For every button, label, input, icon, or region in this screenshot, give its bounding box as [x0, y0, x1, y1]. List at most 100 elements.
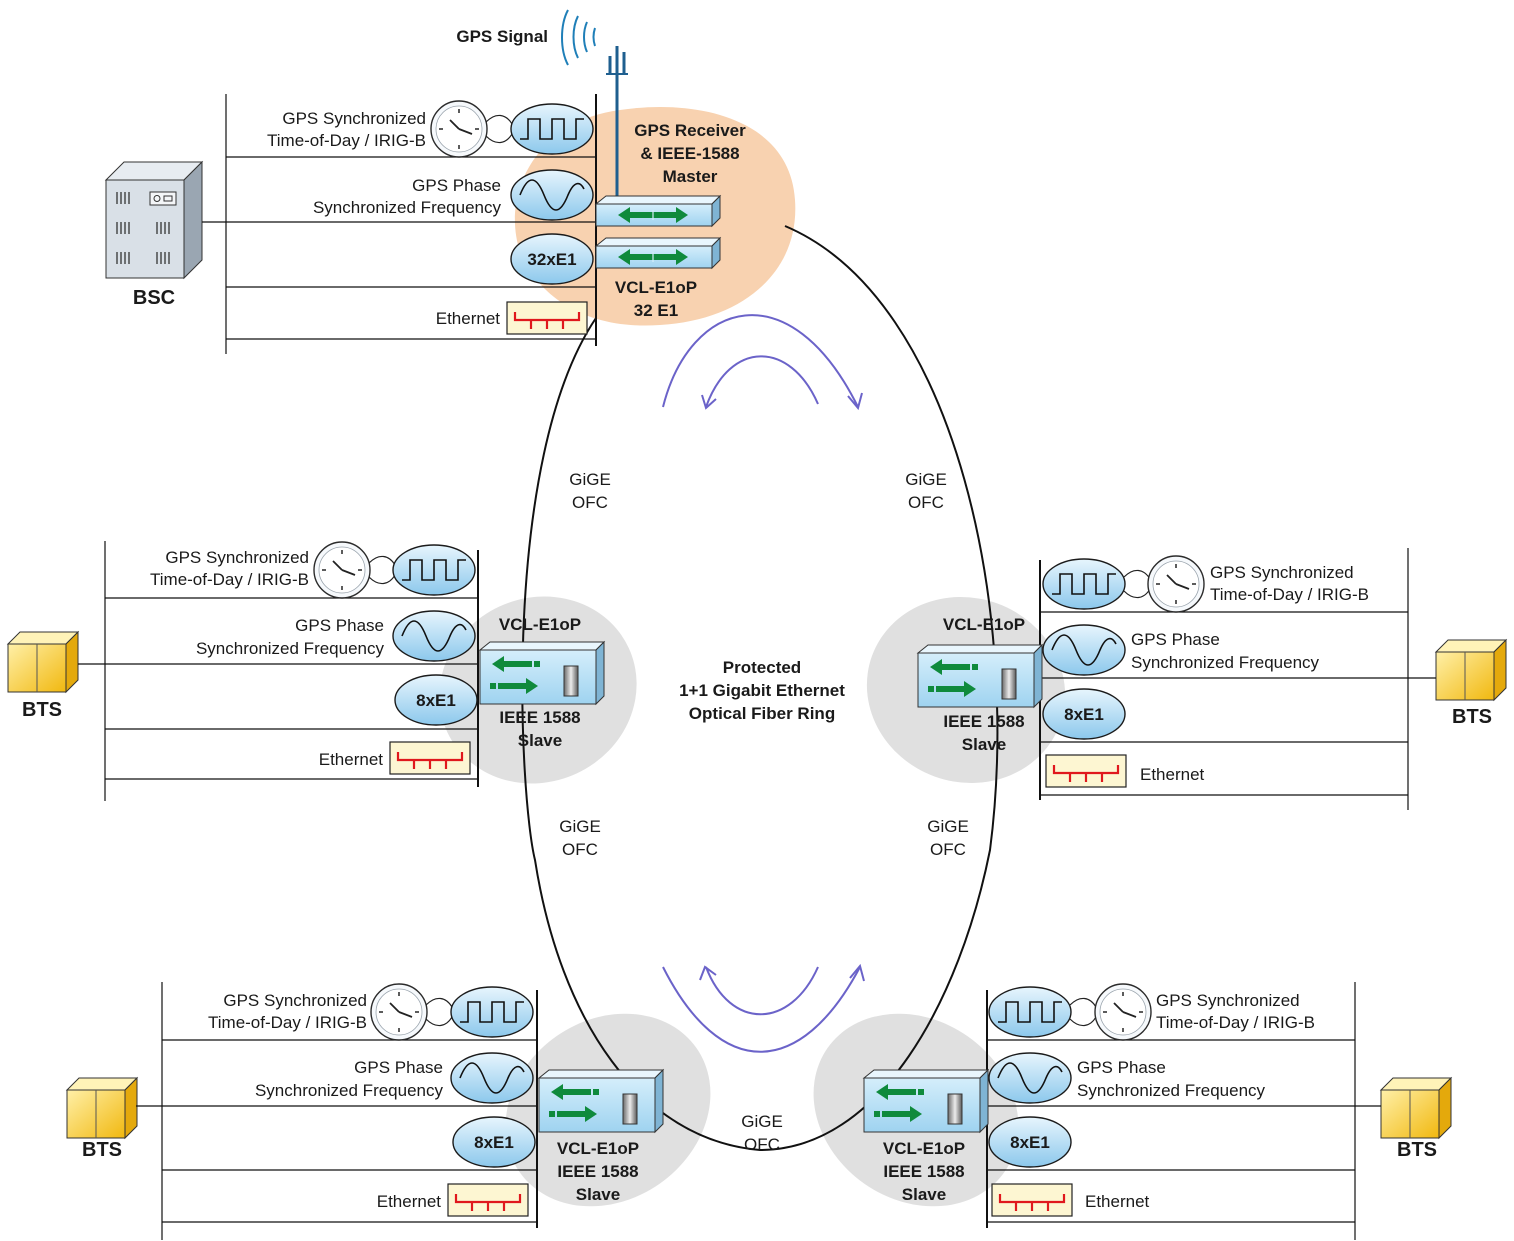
ring-title-line2: 1+1 Gigabit Ethernet: [679, 681, 845, 700]
slave-role-line1: IEEE 1588: [943, 712, 1024, 731]
square-wave-icon: [988, 986, 1072, 1038]
link-label-top-left: GiGE OFC: [569, 470, 611, 512]
freq-label-line1: GPS Phase: [412, 176, 501, 195]
bts-label: BTS: [22, 699, 62, 721]
bts-label: BTS: [1397, 1139, 1437, 1161]
tod-label-line2: Time-of-Day / IRIG-B: [150, 570, 309, 589]
ethernet-icon: [388, 740, 472, 776]
tod-label-line1: GPS Synchronized: [1210, 563, 1354, 582]
link-label-top-right: GiGE OFC: [905, 470, 947, 512]
slave-site-left: BTS GPS Synchronized Time-of-Day / IRIG-…: [7, 541, 605, 801]
slave-role-line2: Slave: [576, 1185, 620, 1204]
master-device-line2: 32 E1: [634, 301, 678, 320]
ring-title: Protected 1+1 Gigabit Ethernet Optical F…: [679, 658, 845, 723]
link-label-line2: OFC: [562, 840, 598, 859]
square-wave-icon: [392, 544, 476, 596]
ethernet-icon: [505, 300, 589, 336]
sine-wave-icon: [450, 1052, 534, 1104]
sine-wave-icon: [1042, 624, 1126, 676]
link-label-line1: GiGE: [569, 470, 611, 489]
freq-label-line1: GPS Phase: [295, 616, 384, 635]
link-label-bottom-left: GiGE OFC: [559, 817, 601, 859]
link-label-line1: GiGE: [559, 817, 601, 836]
master-role-line1: GPS Receiver: [634, 121, 746, 140]
sine-wave-icon: [392, 610, 476, 662]
bts-cabinet-icon: [1435, 639, 1507, 701]
slave-device-icon: [538, 1069, 664, 1133]
ethernet-icon: [990, 1182, 1074, 1218]
tod-label-line1: GPS Synchronized: [1156, 991, 1300, 1010]
square-wave-icon: [1042, 558, 1126, 610]
freq-label-line1: GPS Phase: [354, 1058, 443, 1077]
clock-icon: [1094, 983, 1152, 1041]
slave-device-label: VCL-E1oP: [499, 615, 581, 634]
square-wave-icon: [450, 986, 534, 1038]
freq-label-line2: Synchronized Frequency: [1077, 1081, 1266, 1100]
tod-label-line2: Time-of-Day / IRIG-B: [208, 1013, 367, 1032]
rotation-arrow-bottom: [662, 963, 865, 1053]
link-label-line1: GiGE: [905, 470, 947, 489]
e1-label: 8xE1: [416, 691, 456, 710]
tod-label-line1: GPS Synchronized: [223, 991, 367, 1010]
bsc-label: BSC: [133, 287, 175, 309]
freq-label-line1: GPS Phase: [1077, 1058, 1166, 1077]
ethernet-label: Ethernet: [1140, 765, 1205, 784]
ethernet-label: Ethernet: [436, 309, 501, 328]
gps-antenna-icon: [606, 46, 628, 210]
clock-icon: [313, 541, 371, 599]
bts-label: BTS: [1452, 706, 1492, 728]
link-label-bottom: GiGE OFC: [741, 1112, 783, 1154]
master-device-line1: VCL-E1oP: [615, 278, 697, 297]
link-label-line1: GiGE: [927, 817, 969, 836]
tod-label-line2: Time-of-Day / IRIG-B: [1156, 1013, 1315, 1032]
rotation-arrow-top: [662, 314, 863, 411]
master-site: BSC GPS Synchronized Time-of-Day / IRIG-…: [104, 94, 746, 354]
slave-role-line1: IEEE 1588: [883, 1162, 964, 1181]
gps-signal-label: GPS Signal: [456, 27, 548, 46]
sine-wave-icon: [510, 169, 594, 221]
bts-label: BTS: [82, 1139, 122, 1161]
clock-icon: [1147, 555, 1205, 613]
slave-role-line1: IEEE 1588: [557, 1162, 638, 1181]
tod-label-line1: GPS Synchronized: [282, 109, 426, 128]
gps-receiver-unit-icon: [595, 195, 721, 227]
ethernet-label: Ethernet: [1085, 1192, 1150, 1211]
clock-icon: [430, 100, 488, 158]
bts-cabinet-icon: [66, 1077, 138, 1139]
ethernet-label: Ethernet: [319, 750, 384, 769]
freq-label-line2: Synchronized Frequency: [1131, 653, 1320, 672]
bts-cabinet-icon: [7, 631, 79, 693]
slave-device-label: VCL-E1oP: [557, 1139, 639, 1158]
fiber-ring: [521, 225, 999, 1152]
bsc-cabinet-icon: [104, 160, 204, 280]
slave-device-icon: [479, 641, 605, 705]
link-label-line2: OFC: [572, 493, 608, 512]
e1-label: 8xE1: [1010, 1133, 1050, 1152]
slave-device-icon: [917, 644, 1043, 708]
square-wave-icon: [510, 103, 594, 155]
slave-site-bottom-left: BTS GPS Synchronized Time-of-Day / IRIG-…: [66, 982, 664, 1240]
master-role-line2: & IEEE-1588: [640, 144, 739, 163]
tod-label-line1: GPS Synchronized: [165, 548, 309, 567]
slave-device-label: VCL-E1oP: [943, 615, 1025, 634]
ring-title-line3: Optical Fiber Ring: [689, 704, 835, 723]
link-label-line2: OFC: [744, 1135, 780, 1154]
link-label-line2: OFC: [908, 493, 944, 512]
freq-label-line2: Synchronized Frequency: [313, 198, 502, 217]
tod-label-line2: Time-of-Day / IRIG-B: [267, 131, 426, 150]
ring-title-line1: Protected: [723, 658, 801, 677]
ethernet-icon: [1044, 753, 1128, 789]
ethernet-icon: [446, 1182, 530, 1218]
slave-device-label: VCL-E1oP: [883, 1139, 965, 1158]
slave-device-icon: [863, 1069, 989, 1133]
slave-role-line2: Slave: [518, 731, 562, 750]
freq-label-line1: GPS Phase: [1131, 630, 1220, 649]
gps-signal-waves-icon: [561, 9, 596, 66]
e1op-unit-icon: [595, 237, 721, 269]
freq-label-line2: Synchronized Frequency: [255, 1081, 444, 1100]
e1-label: 8xE1: [474, 1133, 514, 1152]
link-label-line2: OFC: [930, 840, 966, 859]
slave-role-line2: Slave: [962, 735, 1006, 754]
clock-icon: [370, 983, 428, 1041]
